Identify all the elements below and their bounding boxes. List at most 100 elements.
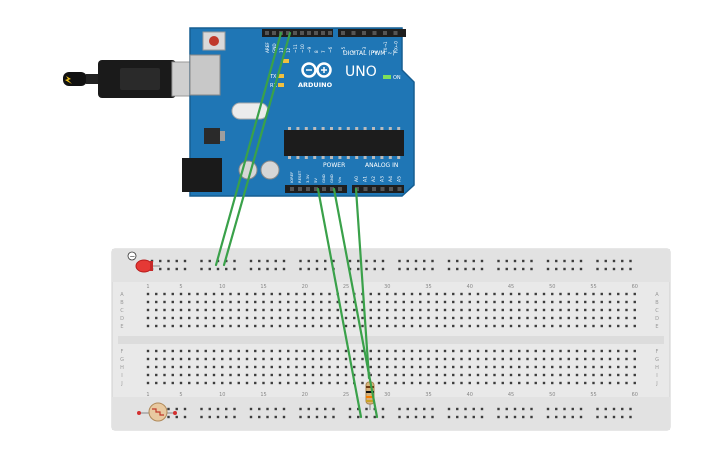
row-letter: J	[120, 381, 122, 387]
header-pin[interactable]	[341, 31, 345, 35]
voltage-regulator	[204, 128, 220, 144]
row-letter: I	[121, 373, 122, 379]
top-pin-label: 7	[321, 50, 326, 53]
wire-pin13-to-led[interactable]	[222, 31, 292, 267]
header-pin[interactable]	[293, 31, 297, 35]
top-pin-label: ~10	[300, 44, 305, 53]
header-pin[interactable]	[265, 31, 269, 35]
header-pin[interactable]	[298, 187, 302, 191]
header-pin[interactable]	[363, 187, 368, 191]
column-number: 40	[467, 392, 473, 398]
row-letter: F	[656, 349, 659, 355]
top-pin-label: TX→1	[383, 41, 388, 54]
header-pin[interactable]	[314, 187, 318, 191]
header-pin[interactable]	[397, 187, 402, 191]
wire-gnd-to-led[interactable]	[214, 31, 283, 267]
header-pin[interactable]	[372, 187, 376, 191]
on-label: ON	[393, 75, 401, 81]
rx-label: RX	[270, 83, 277, 89]
top-pin-label: ~9	[307, 46, 312, 53]
column-number: 60	[632, 392, 638, 398]
row-letter: B	[655, 300, 659, 306]
photoresistor-component[interactable]	[137, 402, 177, 422]
header-pin[interactable]	[272, 31, 276, 35]
usb-cable-tail	[63, 72, 87, 86]
header-pin[interactable]	[314, 31, 318, 35]
power-pin-label: 5V	[313, 178, 318, 183]
top-pin-label: 13	[279, 47, 284, 53]
column-number: 10	[219, 392, 225, 398]
column-number: 5	[179, 284, 182, 290]
bottom-power-rail	[112, 397, 670, 430]
header-pin[interactable]	[351, 31, 356, 35]
svg-text:−: −	[130, 253, 136, 261]
analog-pin-label: A3	[380, 176, 386, 182]
usb-cable[interactable]	[63, 60, 201, 98]
column-number: 40	[467, 284, 473, 290]
header-pin[interactable]	[300, 31, 304, 35]
row-letter: B	[120, 300, 124, 306]
power-pin-label: GND	[321, 174, 326, 183]
l-led	[283, 59, 289, 63]
breadboard[interactable]: 1155101015152020252530303535404045455050…	[111, 248, 671, 431]
breadboard-holes[interactable]	[146, 259, 636, 419]
top-pin-label: 8	[314, 50, 319, 53]
header-pin[interactable]	[338, 187, 342, 191]
header-pin[interactable]	[321, 31, 325, 35]
column-number: 1	[146, 392, 149, 398]
header-pin[interactable]	[383, 31, 387, 35]
column-number: 25	[343, 392, 349, 398]
header-pin[interactable]	[306, 187, 310, 191]
header-pin[interactable]	[286, 31, 290, 35]
top-power-rail	[112, 249, 670, 282]
top-pin-label: GND	[272, 43, 277, 53]
power-pin-label: RESET	[297, 170, 302, 183]
wire-5v-to-rail[interactable]	[316, 187, 363, 419]
header-pin[interactable]	[389, 187, 393, 191]
header-pin[interactable]	[322, 187, 326, 191]
red-led-component[interactable]	[135, 259, 160, 273]
power-pin-label: Vin	[337, 176, 342, 183]
column-number: 55	[590, 392, 596, 398]
arduino-logo-icon	[301, 62, 332, 78]
header-pin[interactable]	[380, 187, 385, 191]
analog-header	[352, 185, 404, 193]
column-number: 35	[425, 392, 431, 398]
row-letter: G	[120, 357, 124, 363]
column-number: 10	[219, 284, 225, 290]
model-label: UNO	[345, 64, 377, 80]
header-pin[interactable]	[362, 31, 366, 35]
top-pin-label: ~6	[328, 46, 333, 53]
row-letter: A	[120, 292, 124, 298]
column-number: 1	[146, 284, 149, 290]
top-pin-label: RX←0	[394, 41, 399, 53]
header-pin[interactable]	[330, 187, 334, 191]
reset-button-cap[interactable]	[209, 36, 219, 46]
power-pin-label: 3.3V	[305, 174, 310, 183]
row-letter: J	[655, 381, 657, 387]
analog-pin-label: A4	[388, 176, 394, 182]
row-letter: E	[120, 324, 123, 330]
rx-led	[278, 83, 284, 87]
wire-a0-to-resistor[interactable]	[354, 187, 371, 380]
wire-gnd-to-rail[interactable]	[332, 187, 379, 419]
column-number: 20	[302, 284, 308, 290]
header-pin[interactable]	[328, 31, 332, 35]
row-letter: F	[121, 349, 124, 355]
usb-cable-strain	[86, 74, 100, 84]
header-pin[interactable]	[393, 31, 398, 35]
column-number: 20	[302, 392, 308, 398]
column-number: 25	[343, 284, 349, 290]
column-number: 60	[632, 284, 638, 290]
top-pin-label: 4	[352, 50, 357, 53]
wires[interactable]	[214, 31, 379, 419]
header-pin[interactable]	[290, 187, 294, 191]
analog-pin-label: A0	[354, 176, 360, 182]
top-pin-label: ~3	[362, 46, 367, 53]
row-letter: C	[655, 308, 659, 314]
header-pin[interactable]	[307, 31, 311, 35]
header-pin[interactable]	[372, 31, 377, 35]
